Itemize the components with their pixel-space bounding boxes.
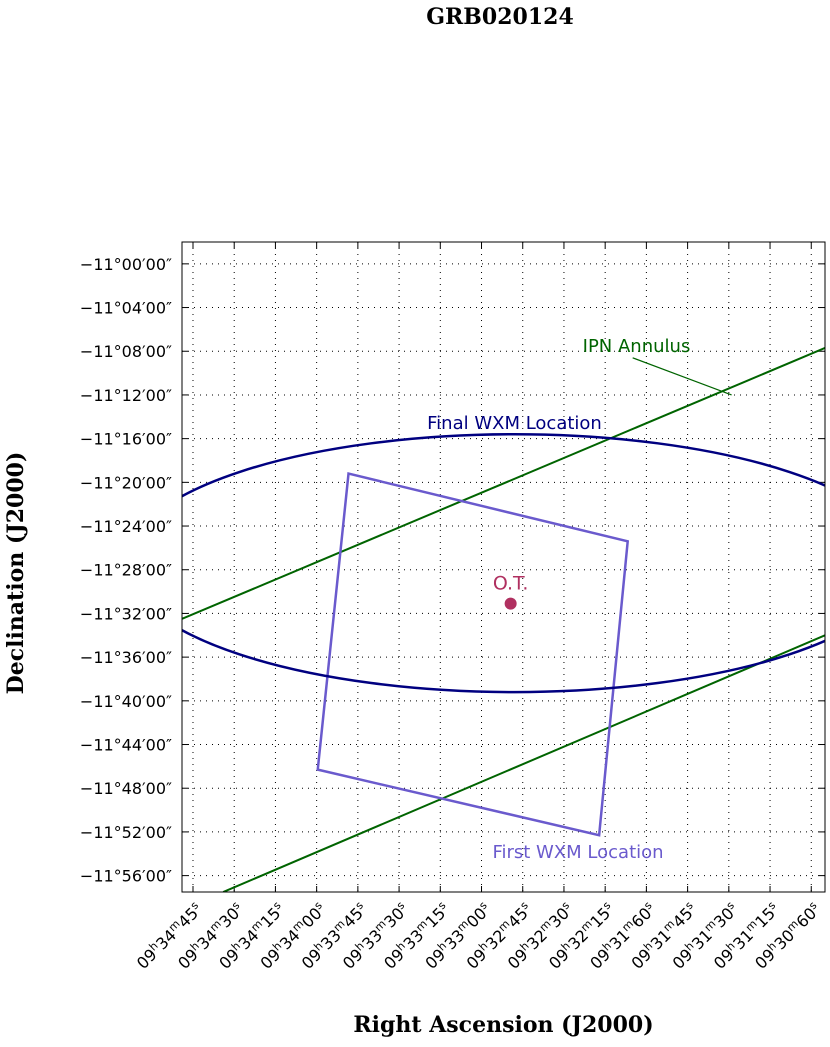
y-tick-label: −11°24′00″ xyxy=(80,517,172,536)
x-axis-ticks: 09h34m45s09h34m30s09h34m15s09h34m00s09h3… xyxy=(133,899,820,973)
x-axis-label: Right Ascension (J2000) xyxy=(353,1012,654,1038)
ipn-annulus-pointer xyxy=(632,357,732,396)
plot-area xyxy=(182,347,825,892)
y-tick-label: −11°32′00″ xyxy=(80,604,172,623)
y-tick-label: −11°52′00″ xyxy=(80,823,172,842)
y-tick-label: −11°28′00″ xyxy=(80,561,172,580)
y-axis-label: Declination (J2000) xyxy=(3,451,29,695)
chart-title: GRB020124 xyxy=(426,4,574,30)
final-wxm-location-label: Final WXM Location xyxy=(427,413,602,434)
x-tick-label: 09h31m15s xyxy=(709,899,783,973)
y-axis-ticks: −11°00′00″ −11°04′00″ −11°08′00″ −11°12′00″… xyxy=(80,255,172,886)
y-tick-label: −11°36′00″ xyxy=(80,648,172,667)
first-wxm-location-box xyxy=(316,472,630,837)
first-wxm-location-label: First WXM Location xyxy=(492,842,663,863)
y-tick-label: −11°04′00″ xyxy=(80,299,172,318)
final-wxm-location-circle xyxy=(182,433,825,694)
ipn-annulus-label: IPN Annulus xyxy=(583,336,691,357)
y-tick-label: −11°48′00″ xyxy=(80,779,172,798)
y-tick-label: −11°40′00″ xyxy=(80,692,172,711)
plot-frame xyxy=(181,241,826,893)
y-tick-label: −11°44′00″ xyxy=(80,736,172,755)
y-tick-label: −11°16′00″ xyxy=(80,430,172,449)
y-tick-label: −11°20′00″ xyxy=(80,473,172,492)
y-tick-label: −11°56′00″ xyxy=(80,867,172,886)
y-tick-label: −11°08′00″ xyxy=(80,342,172,361)
optical-transient-point xyxy=(504,597,517,610)
grid xyxy=(182,242,825,892)
y-tick-label: −11°00′00″ xyxy=(80,255,172,274)
optical-transient-label: O.T. xyxy=(493,573,529,595)
ipn-annulus-line xyxy=(182,347,825,620)
y-tick-label: −11°12′00″ xyxy=(80,386,172,405)
ipn-annulus-line xyxy=(222,634,825,892)
